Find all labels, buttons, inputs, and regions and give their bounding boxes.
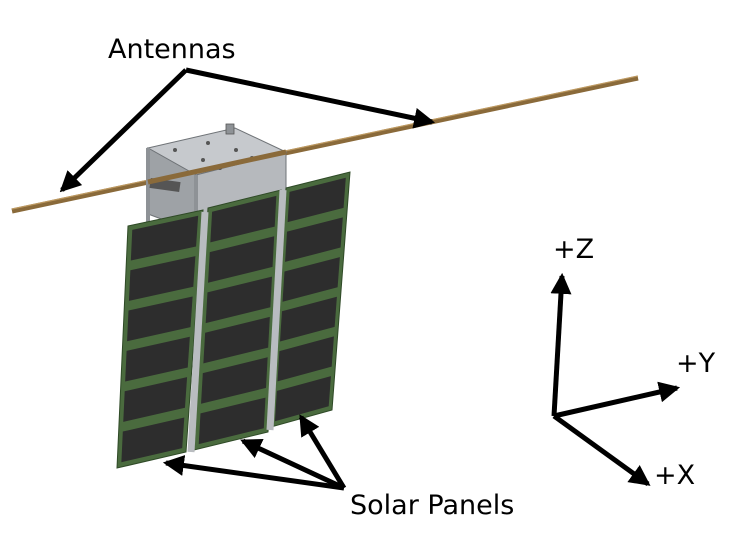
solar-cell	[285, 217, 343, 262]
solar-cell	[125, 336, 190, 382]
solar-cell	[280, 296, 337, 342]
antenna-rod	[11, 75, 639, 214]
z-axis-arrow	[550, 272, 572, 417]
x-axis-arrow	[552, 413, 651, 487]
solar-cell	[128, 256, 196, 301]
solar-cell	[282, 257, 340, 302]
solar-cell	[287, 177, 346, 223]
solar-cell	[198, 397, 266, 445]
solar-cell	[127, 296, 193, 342]
solar-panels-callout-arrows	[162, 414, 347, 491]
axis-x-label: +X	[654, 460, 696, 491]
solar-cell	[203, 316, 270, 364]
axis-triad	[550, 272, 681, 487]
antennas-label: Antennas	[108, 34, 236, 65]
axis-z-label: +Z	[553, 234, 595, 265]
antennas-callout-arrows	[59, 67, 436, 193]
solar-cell	[121, 417, 185, 463]
y-axis-arrow	[553, 381, 681, 419]
axis-y-label: +Y	[676, 348, 716, 379]
solar-cell	[205, 276, 273, 324]
frame-rail	[187, 211, 209, 453]
solar-cell	[208, 236, 275, 283]
solar-cell	[210, 195, 277, 243]
solar-cell	[277, 336, 334, 382]
solar-panels	[116, 171, 351, 469]
antenna-rod-front	[147, 149, 287, 185]
solar-cell	[130, 215, 199, 261]
solar-cell	[201, 357, 268, 404]
solar-panels-label: Solar Panels	[350, 490, 515, 521]
solar-cell	[274, 376, 331, 422]
solar-cell	[123, 377, 188, 422]
frame-rail	[266, 189, 287, 431]
